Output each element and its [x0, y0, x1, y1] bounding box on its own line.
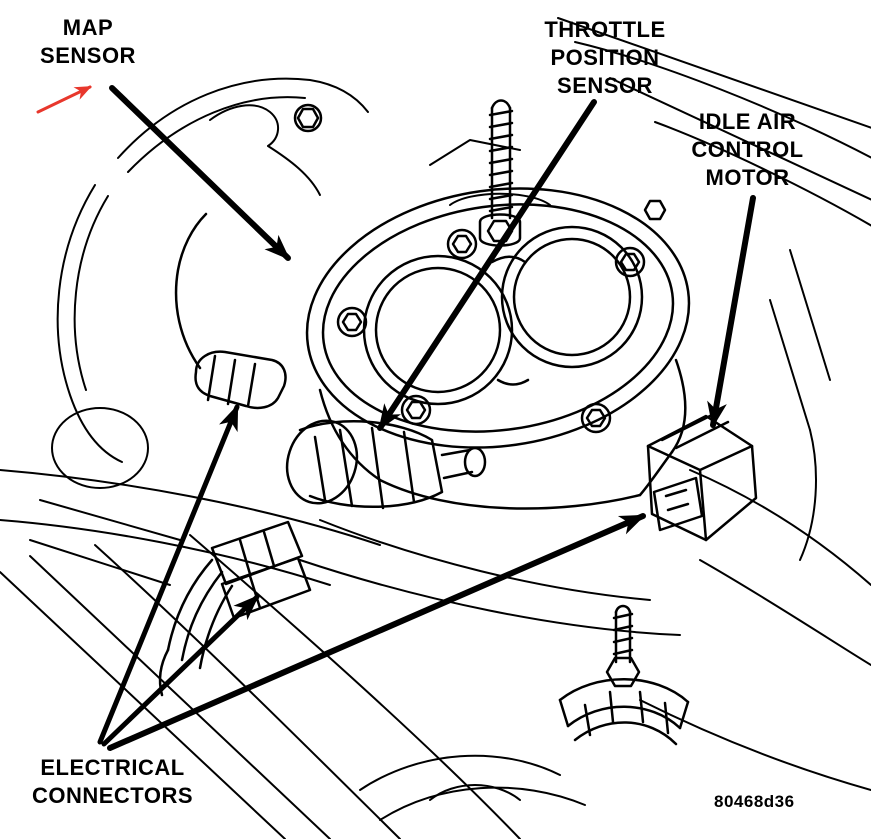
iac-label-line: CONTROL — [691, 137, 804, 162]
electrical-connectors-arrow-lower — [101, 594, 260, 747]
throttle-position-sensor-drawing — [285, 419, 487, 510]
ec-label-line: ELECTRICAL — [40, 755, 185, 780]
idle-air-control-motor-drawing — [646, 412, 758, 542]
map-sensor-label: MAP SENSOR — [8, 14, 168, 70]
map-sensor-label-line: SENSOR — [40, 43, 136, 68]
throttle-position-sensor-label: THROTTLE POSITION SENSOR — [515, 16, 695, 100]
tps-label-line: SENSOR — [557, 73, 653, 98]
wiring-connectors-drawing — [158, 212, 312, 697]
ec-label-line: CONNECTORS — [31, 783, 194, 808]
callout-arrows — [36, 85, 756, 751]
electrical-connectors-arrow-upper — [97, 404, 240, 745]
flange-bolts — [293, 103, 667, 434]
throttle-position-sensor-arrow — [377, 99, 597, 431]
tps-label-line: POSITION — [550, 45, 660, 70]
red-highlight-arrow — [36, 85, 92, 114]
iac-label-line: MOTOR — [705, 165, 790, 190]
threaded-stud — [478, 99, 522, 247]
mounting-stud-clamp-drawing — [558, 604, 690, 746]
figure-code: 80468d36 — [714, 792, 795, 811]
electrical-connectors-arrow-right — [107, 513, 646, 751]
electrical-connectors-label: ELECTRICAL CONNECTORS — [10, 754, 215, 810]
idle-air-control-motor-arrow — [707, 195, 756, 428]
throttle-body-drawing — [293, 99, 691, 510]
map-sensor-label-line: MAP — [62, 15, 114, 40]
tps-label-line: THROTTLE — [544, 17, 666, 42]
iac-label-line: IDLE AIR — [698, 109, 797, 134]
map-sensor-arrow — [109, 85, 291, 261]
idle-air-control-motor-label: IDLE AIR CONTROL MOTOR — [660, 108, 835, 192]
